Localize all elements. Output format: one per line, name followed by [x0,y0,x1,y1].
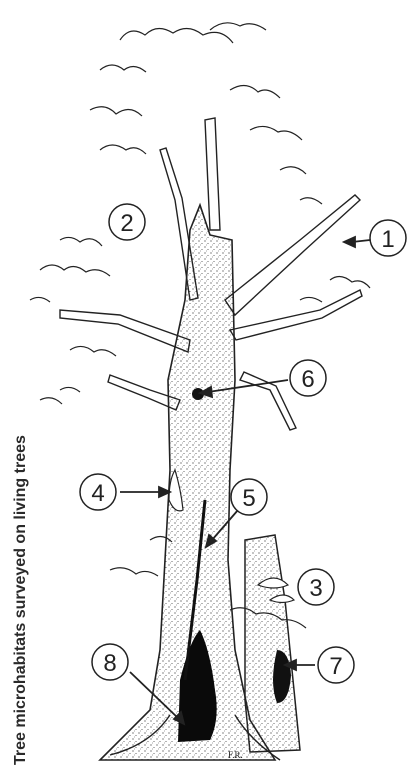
callout-6: 6 [290,360,326,396]
callout-3: 3 [298,569,334,605]
callout-2: 2 [109,204,145,240]
svg-text:6: 6 [301,366,314,393]
svg-text:5: 5 [242,485,255,512]
artist-signature: F.R. [228,750,243,760]
svg-text:1: 1 [381,226,394,253]
svg-text:3: 3 [309,575,322,602]
callout-1: 1 [370,220,406,256]
svg-text:8: 8 [103,650,116,677]
snag-trunk [245,535,300,752]
callout-4: 4 [80,474,116,510]
callout-5: 5 [231,479,267,515]
svg-text:4: 4 [91,480,104,507]
side-title: Tree microhabitats surveyed on living tr… [12,385,30,765]
callout-7: 7 [318,647,354,683]
svg-text:2: 2 [120,210,133,237]
callout-8: 8 [92,644,128,680]
svg-text:7: 7 [329,653,342,680]
